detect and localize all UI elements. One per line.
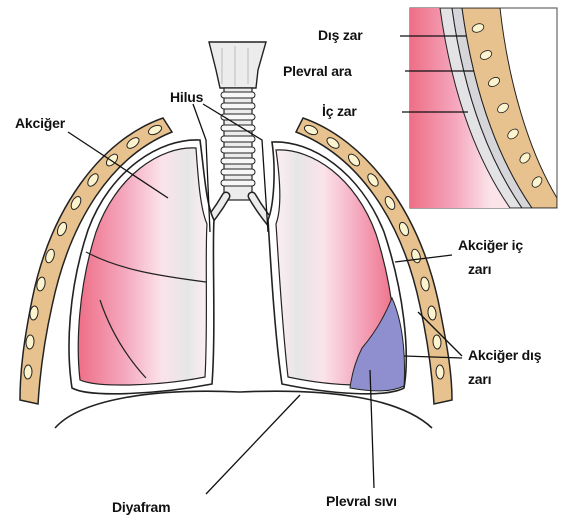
label-akciger-dis-zari-2: zarı bbox=[468, 372, 491, 386]
label-akciger-ic-zari-1: Akciğer iç bbox=[458, 238, 523, 252]
label-dis-zar: Dış zar bbox=[318, 28, 363, 42]
leader-diyafram bbox=[206, 395, 300, 494]
label-ic-zar: İç zar bbox=[322, 104, 357, 118]
label-akciger-ic-zari-2: zarı bbox=[468, 262, 491, 276]
label-plevral-sivi: Plevral sıvı bbox=[326, 494, 397, 508]
diaphragm bbox=[55, 391, 432, 428]
right-lung bbox=[268, 142, 406, 394]
inset-zoom bbox=[410, 8, 557, 208]
label-akciger-dis-zari-1: Akciğer dış bbox=[468, 348, 541, 362]
label-plevral-ara: Plevral ara bbox=[283, 64, 352, 78]
label-akciger: Akciğer bbox=[15, 116, 65, 130]
label-hilus: Hilus bbox=[170, 90, 203, 104]
label-diyafram: Diyafram bbox=[112, 500, 170, 514]
